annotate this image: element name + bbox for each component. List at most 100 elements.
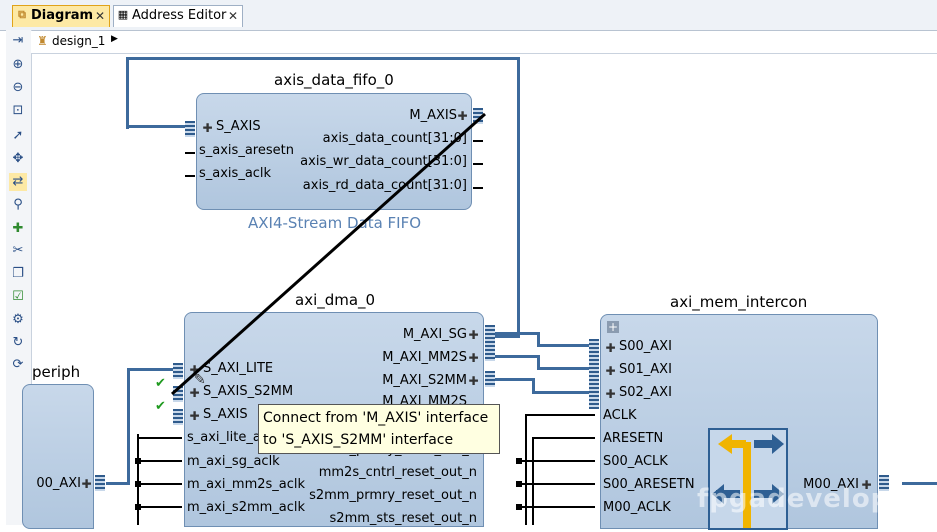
net-segment[interactable] bbox=[537, 332, 540, 347]
port-label: m_axi_s2mm_aclk bbox=[187, 500, 306, 515]
clock-net[interactable] bbox=[137, 437, 182, 439]
net-segment[interactable] bbox=[517, 57, 520, 338]
reset-net[interactable] bbox=[532, 437, 534, 525]
cut-icon[interactable]: ✂ bbox=[12, 243, 24, 258]
refresh-icon[interactable]: ↻ bbox=[12, 335, 24, 350]
regenerate-icon[interactable]: ⟳ bbox=[12, 357, 24, 372]
select-icon[interactable]: ➚ bbox=[12, 128, 24, 143]
junction-dot bbox=[516, 481, 522, 487]
pan-icon[interactable]: ✥ bbox=[12, 151, 24, 166]
clock-net[interactable] bbox=[137, 506, 182, 508]
expand-plus-icon[interactable]: ✚ bbox=[81, 477, 92, 491]
net-segment[interactable] bbox=[126, 125, 186, 128]
port-label: s2mm_sts_reset_out_n bbox=[329, 511, 477, 526]
fit-view-icon[interactable]: ⇥ bbox=[12, 33, 24, 48]
net-segment[interactable] bbox=[532, 391, 595, 394]
net-segment[interactable] bbox=[537, 367, 595, 370]
clock-net[interactable] bbox=[137, 434, 139, 525]
address-editor-icon: ▦ bbox=[117, 8, 129, 21]
net-segment[interactable] bbox=[537, 355, 540, 370]
diagram-canvas[interactable]: axis_data_fifo_0 ✚ S_AXIS s_axis_aresetn… bbox=[22, 54, 937, 530]
expand-plus-icon[interactable]: ✚ bbox=[468, 328, 479, 342]
port-label: ARESETN bbox=[603, 431, 664, 446]
search-icon[interactable]: ⚲ bbox=[13, 197, 23, 212]
expand-plus-icon[interactable]: ✚ bbox=[457, 109, 468, 123]
pencil-cursor-icon: ✎ bbox=[194, 372, 206, 388]
net-segment[interactable] bbox=[126, 57, 520, 60]
zoom-fit-icon[interactable]: ⊡ bbox=[12, 103, 24, 118]
junction-dot bbox=[516, 504, 522, 510]
tooltip-line-1: Connect from 'M_AXIS' interface bbox=[263, 410, 489, 426]
interface-port-icon[interactable] bbox=[473, 108, 483, 124]
net-segment[interactable] bbox=[487, 335, 520, 338]
net-segment[interactable] bbox=[127, 368, 130, 485]
block-axis-data-fifo[interactable]: ✚ S_AXIS s_axis_aresetn s_axis_aclk M_AX… bbox=[185, 93, 483, 210]
close-icon[interactable]: ✕ bbox=[94, 9, 105, 23]
expand-plus-icon[interactable]: ✚ bbox=[861, 478, 872, 492]
interface-port-icon[interactable] bbox=[879, 475, 889, 491]
interface-port-icon[interactable] bbox=[95, 475, 105, 491]
clock-net[interactable] bbox=[517, 506, 595, 508]
net-segment[interactable] bbox=[495, 332, 540, 335]
settings-icon[interactable]: ⚙ bbox=[12, 312, 24, 327]
interface-port-icon[interactable] bbox=[185, 121, 195, 137]
clock-net[interactable] bbox=[137, 483, 182, 485]
net-segment[interactable] bbox=[127, 368, 175, 371]
expand-plus-icon[interactable]: ✚ bbox=[605, 364, 616, 378]
close-icon[interactable]: ✕ bbox=[227, 9, 238, 23]
clock-net[interactable] bbox=[137, 460, 182, 462]
auto-connect-icon[interactable]: ⇄ bbox=[9, 173, 27, 191]
net-segment[interactable] bbox=[902, 482, 937, 485]
clock-net[interactable] bbox=[525, 414, 595, 416]
port-label: M_AXIS bbox=[409, 108, 457, 123]
port-label: M00_AXI bbox=[803, 477, 859, 492]
port-label: M_AXI_MM2S bbox=[382, 350, 467, 365]
expand-plus-icon[interactable]: ✚ bbox=[189, 386, 200, 400]
port-pin[interactable] bbox=[473, 187, 483, 189]
expand-plus-icon[interactable]: ✚ bbox=[468, 374, 479, 388]
clock-net[interactable] bbox=[525, 414, 527, 525]
net-segment[interactable] bbox=[126, 57, 129, 129]
net-segment[interactable] bbox=[537, 344, 595, 347]
port-pin[interactable] bbox=[185, 175, 195, 177]
port-label: S_AXIS bbox=[216, 119, 261, 134]
net-segment[interactable] bbox=[495, 378, 535, 381]
interface-port-icon[interactable] bbox=[173, 409, 183, 425]
net-segment[interactable] bbox=[495, 355, 540, 358]
block-axi-mem-intercon[interactable]: + ✚ S00_AXI ✚ S01_AXI ✚ S02_AXI ACLK ARE… bbox=[589, 314, 889, 530]
interconnect-arrows-icon bbox=[712, 434, 784, 528]
reset-net[interactable] bbox=[517, 483, 595, 485]
interface-port-icon[interactable] bbox=[173, 363, 183, 379]
port-label: S00_ACLK bbox=[603, 454, 668, 469]
copy-icon[interactable]: ❐ bbox=[12, 266, 24, 281]
chevron-right-icon[interactable]: ▶ bbox=[111, 34, 118, 44]
tab-diagram-label: Diagram bbox=[31, 8, 94, 23]
port-pin[interactable] bbox=[473, 163, 483, 165]
expand-plus-icon[interactable]: ✚ bbox=[605, 341, 616, 355]
expand-hierarchy-icon[interactable]: + bbox=[607, 320, 619, 334]
expand-plus-icon[interactable]: ✚ bbox=[189, 363, 200, 377]
port-label: 00_AXI bbox=[36, 476, 81, 491]
expand-plus-icon[interactable]: ✚ bbox=[202, 121, 213, 135]
interface-port-icon[interactable] bbox=[173, 386, 183, 402]
expand-plus-icon[interactable]: ✚ bbox=[468, 351, 479, 365]
clock-net[interactable] bbox=[517, 460, 595, 462]
expand-plus-icon[interactable]: ✚ bbox=[189, 409, 200, 423]
port-pin[interactable] bbox=[473, 140, 483, 142]
validate-icon[interactable]: ☑ bbox=[12, 289, 24, 304]
tab-diagram[interactable]: ⧉ Diagram ✕ bbox=[12, 5, 110, 27]
zoom-out-icon[interactable]: ⊖ bbox=[12, 80, 24, 95]
breadcrumb-item-design[interactable]: design_1 bbox=[52, 34, 106, 48]
zoom-in-icon[interactable]: ⊕ bbox=[12, 57, 24, 72]
connection-tooltip: Connect from 'M_AXIS' interface to 'S_AX… bbox=[258, 404, 500, 454]
interface-port-icon[interactable] bbox=[589, 339, 599, 409]
reset-net[interactable] bbox=[532, 437, 595, 439]
interface-port-icon[interactable] bbox=[485, 325, 495, 361]
add-ip-icon[interactable]: ✚ bbox=[12, 221, 24, 236]
port-pin[interactable] bbox=[185, 152, 195, 154]
net-segment[interactable] bbox=[106, 482, 130, 485]
interface-port-icon[interactable] bbox=[485, 371, 495, 387]
tab-address-editor[interactable]: ▦ Address Editor ✕ bbox=[113, 5, 243, 27]
net-segment[interactable] bbox=[532, 378, 535, 394]
expand-plus-icon[interactable]: ✚ bbox=[605, 387, 616, 401]
